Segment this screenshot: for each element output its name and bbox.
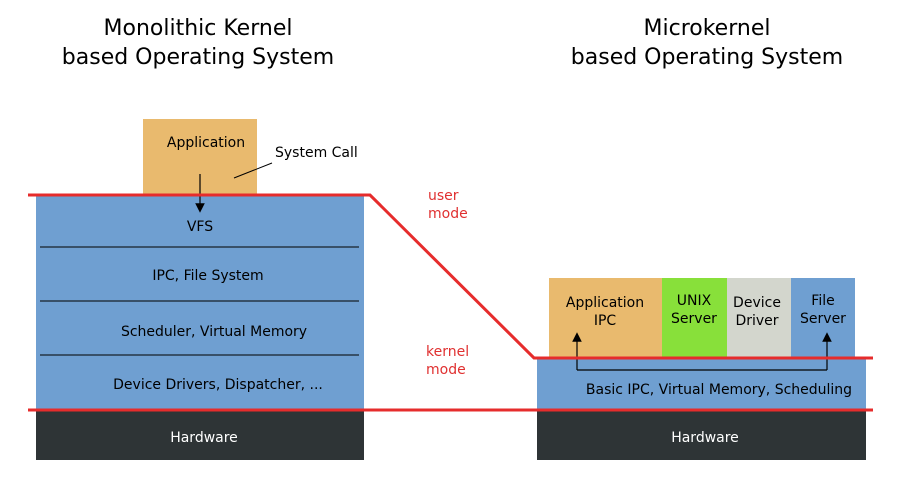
layer-scheduler-vm: Scheduler, Virtual Memory (121, 324, 307, 340)
file-server-label-line2: Server (800, 311, 846, 327)
unix-server-label-line1: UNIX (677, 293, 712, 309)
monolithic-title-line2: based Operating System (62, 45, 334, 70)
microkernel-hardware-block (537, 410, 866, 460)
user-mode-label-line1: user (428, 188, 459, 204)
monolithic-hardware-label: Hardware (170, 430, 238, 446)
microkernel-label: Basic IPC, Virtual Memory, Scheduling (586, 382, 852, 398)
application-ipc-label-line2: IPC (594, 313, 617, 329)
layer-vfs: VFS (187, 219, 213, 235)
kernel-mode-label-line1: kernel (426, 344, 469, 360)
file-server-box (791, 278, 855, 358)
monolithic-hardware-block (36, 410, 364, 460)
microkernel-title-line1: Microkernel (644, 16, 771, 41)
system-call-pointer (233, 162, 273, 179)
unix-server-box (662, 278, 727, 358)
device-driver-label-line1: Device (733, 295, 781, 311)
file-server-label-line1: File (811, 293, 834, 309)
microkernel-hardware-label: Hardware (671, 430, 739, 446)
microkernel-block (537, 358, 866, 409)
user-mode-label-line2: mode (428, 206, 468, 222)
user-kernel-boundary-line (28, 193, 873, 360)
monolithic-kernel-block (36, 195, 364, 409)
device-driver-box (727, 278, 791, 358)
application-label: Application (167, 135, 245, 151)
system-call-label: System Call (275, 145, 358, 161)
device-driver-label-line2: Driver (735, 313, 778, 329)
microkernel-title-line2: based Operating System (571, 45, 843, 70)
layer-ipc-filesystem: IPC, File System (152, 268, 263, 284)
application-ipc-label-line1: Application (566, 295, 644, 311)
application-ipc-box (549, 278, 662, 358)
kernel-mode-label-line2: mode (426, 362, 466, 378)
unix-server-label-line2: Server (671, 311, 717, 327)
monolithic-title-line1: Monolithic Kernel (104, 16, 293, 41)
layer-device-drivers: Device Drivers, Dispatcher, ... (113, 377, 323, 393)
